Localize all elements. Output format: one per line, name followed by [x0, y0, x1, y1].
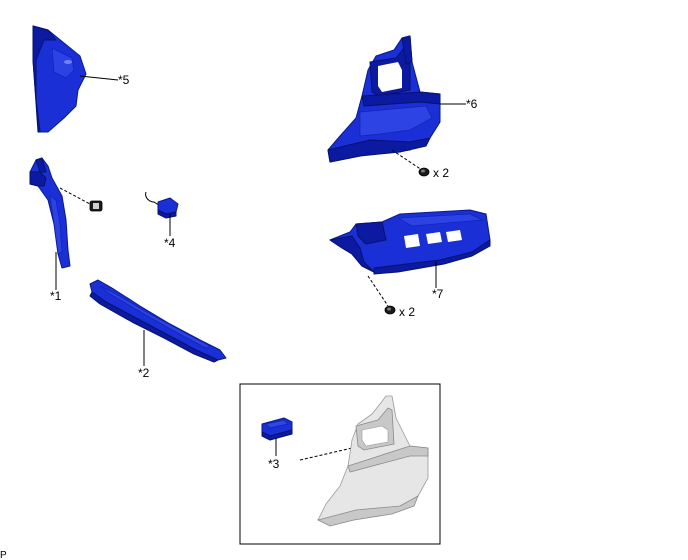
screw-qty-6: x 2	[433, 166, 449, 180]
part-2-trim	[89, 279, 227, 363]
corner-code: P	[0, 550, 7, 560]
callout-3: *3	[268, 457, 280, 471]
screw-icon-7	[384, 305, 396, 315]
part-5-panel	[32, 25, 87, 133]
screw-qty-7: x 2	[399, 305, 415, 319]
part-7-tray	[329, 209, 491, 275]
screw-guide-6	[391, 149, 423, 171]
callout-2: *2	[138, 366, 150, 380]
callout-4: *4	[164, 236, 176, 250]
callout-5: *5	[118, 73, 130, 87]
part-4-switch	[145, 191, 179, 219]
glovebox-panel-reference	[316, 395, 429, 527]
clip-nut-icon	[89, 200, 103, 212]
callout-7: *7	[432, 287, 444, 301]
clip-guide-line	[59, 187, 91, 205]
part-3-clip	[261, 417, 293, 441]
screw-icon-6	[418, 167, 430, 177]
part-1-trim	[29, 157, 71, 269]
leader-5	[79, 75, 119, 81]
callout-6: *6	[466, 97, 478, 111]
part-6-panel	[327, 35, 441, 163]
inset-frame	[239, 383, 441, 545]
screw-guide-7	[367, 275, 389, 307]
callout-1: *1	[50, 289, 62, 303]
